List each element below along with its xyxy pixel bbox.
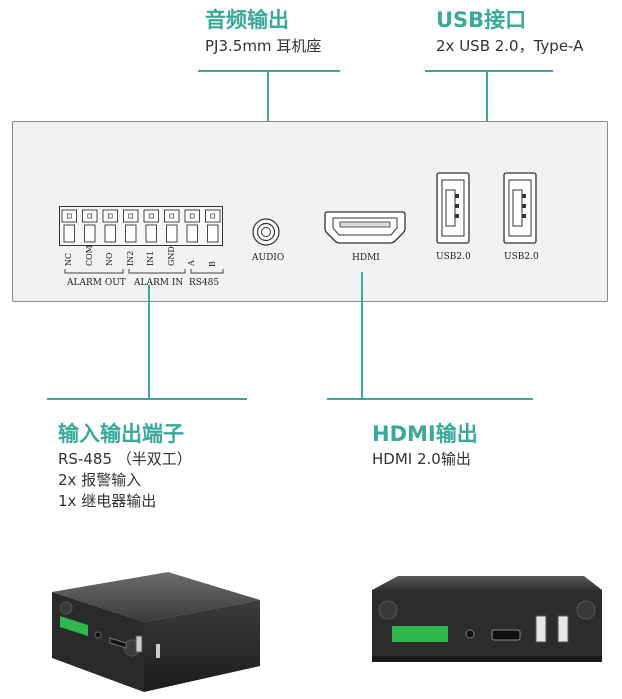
usb-port-1 [436, 172, 470, 244]
terminal-pin-label: NC [64, 252, 74, 266]
terminal-slot [143, 209, 159, 243]
alarm-in-label: ALARM IN [134, 278, 184, 288]
hdmi-port [324, 211, 406, 244]
terminal-callout-vline [148, 285, 150, 400]
terminal-spec-relay: 1x 继电器输出 [58, 492, 157, 510]
terminal-spec-list: RS-485 （半双工） 2x 报警输入 1x 继电器输出 [58, 449, 192, 512]
hdmi-output-title: HDMI输出 [372, 422, 478, 446]
usb-port-2 [503, 172, 537, 244]
hdmi-output-subtitle: HDMI 2.0输出 [372, 450, 471, 468]
terminal-slot [61, 209, 77, 243]
terminal-pin-label: NO [105, 252, 115, 266]
terminal-slot [205, 209, 221, 243]
device-photo-angled [52, 572, 260, 692]
hdmi-callout-hline [327, 398, 533, 400]
audio-output-title: 音频输出 [205, 8, 289, 32]
terminal-slot [164, 209, 180, 243]
usb-interface-subtitle: 2x USB 2.0，Type-A [436, 37, 584, 55]
terminal-pin-label: A [187, 260, 197, 266]
terminal-pin-label: IN1 [146, 250, 156, 266]
terminal-slot [123, 209, 139, 243]
usb-callout-vline [486, 70, 488, 166]
terminal-group-brackets [64, 269, 224, 274]
terminal-slot [184, 209, 200, 243]
device-photo-front [372, 576, 602, 662]
terminal-slot [102, 209, 118, 243]
alarm-out-label: ALARM OUT [67, 278, 126, 288]
terminal-callout-hline [47, 398, 247, 400]
hdmi-port-label: HDMI [352, 253, 380, 263]
terminal-pin-label: GND [166, 246, 176, 266]
audio-jack [252, 218, 280, 246]
terminal-slot [82, 209, 98, 243]
terminal-title: 输入输出端子 [58, 422, 184, 446]
audio-port-label: AUDIO [252, 253, 285, 263]
usb-interface-title: USB接口 [436, 8, 527, 32]
audio-callout-hline [198, 70, 340, 72]
usb-callout-hline [425, 70, 553, 72]
audio-output-subtitle: PJ3.5mm 耳机座 [205, 37, 322, 55]
terminal-slots [61, 209, 221, 243]
rs485-label: RS485 [189, 278, 220, 288]
hdmi-callout-vline [361, 272, 363, 400]
usb2-port-label: USB2.0 [504, 252, 539, 262]
terminal-pin-label: IN2 [125, 250, 135, 266]
terminal-spec-rs485: RS-485 （半双工） [58, 450, 192, 468]
terminal-pin-label: B [207, 261, 217, 267]
terminal-pin-label: COM [84, 245, 94, 266]
rear-panel: NC COM NO IN2 IN1 GND A B ALARM OUT ALARM IN RS… [12, 121, 608, 302]
usb1-port-label: USB2.0 [436, 252, 471, 262]
terminal-spec-alarm-in: 2x 报警输入 [58, 471, 142, 489]
